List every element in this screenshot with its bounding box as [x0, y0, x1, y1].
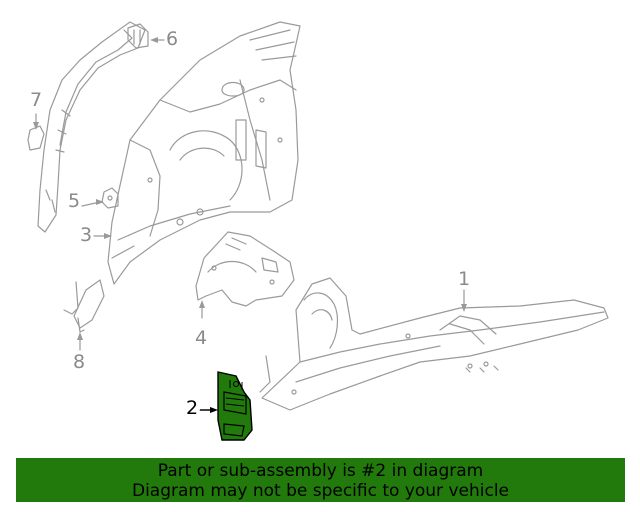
callout-6[interactable]: 6 — [166, 28, 179, 50]
banner-line-part: Part or sub-assembly is #2 in diagram — [157, 461, 484, 481]
banner-line-disclaimer: Diagram may not be specific to your vehi… — [131, 481, 509, 501]
parts-diagram — [27, 21, 609, 441]
info-banner: Part or sub-assembly is #2 in diagram Di… — [16, 458, 625, 502]
leader-arrowheads — [33, 37, 467, 413]
part-2-highlighted-bracket — [217, 371, 253, 441]
part-1-side-rail — [259, 277, 609, 411]
callout-2[interactable]: 2 — [186, 397, 199, 419]
callout-8[interactable]: 8 — [73, 351, 86, 373]
callout-3[interactable]: 3 — [80, 224, 93, 246]
part-4-wheelhouse — [195, 231, 295, 307]
part-7-clip — [27, 125, 45, 151]
part-6-bracket — [127, 23, 149, 49]
callout-1[interactable]: 1 — [458, 268, 471, 290]
part-3-apron-assembly — [107, 21, 301, 285]
part-8-stud-bracket — [63, 279, 105, 333]
callout-7[interactable]: 7 — [30, 89, 43, 111]
callout-5[interactable]: 5 — [68, 190, 81, 212]
part-7-pillar-reinforcement — [37, 21, 146, 233]
callout-4[interactable]: 4 — [195, 327, 208, 349]
